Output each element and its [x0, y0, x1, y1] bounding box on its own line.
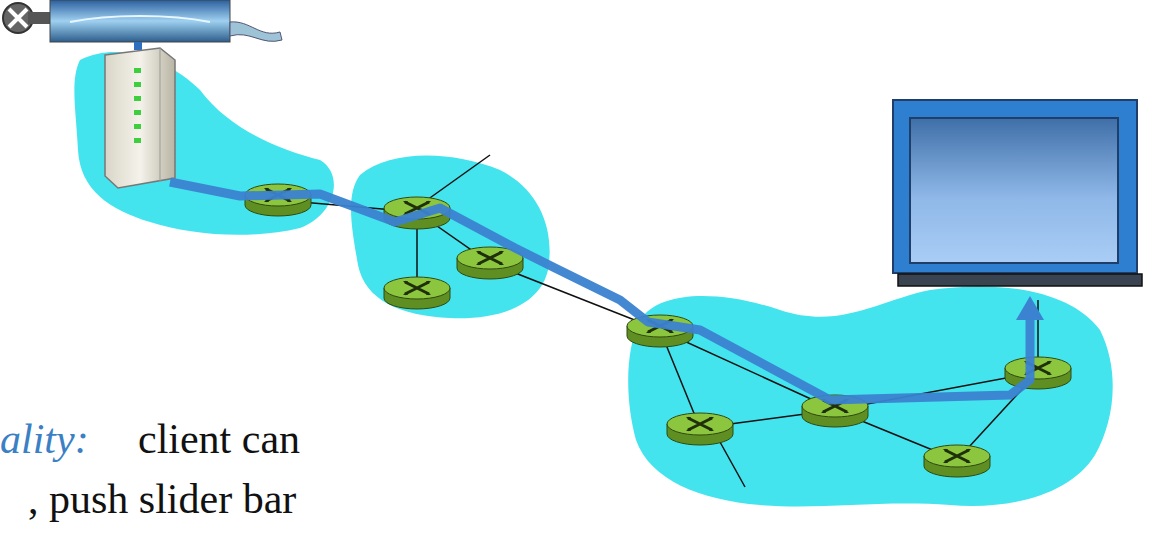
- description-text: , push slider bar: [28, 478, 296, 520]
- description-text: client can: [138, 418, 300, 460]
- feature-term: ality:: [0, 418, 89, 460]
